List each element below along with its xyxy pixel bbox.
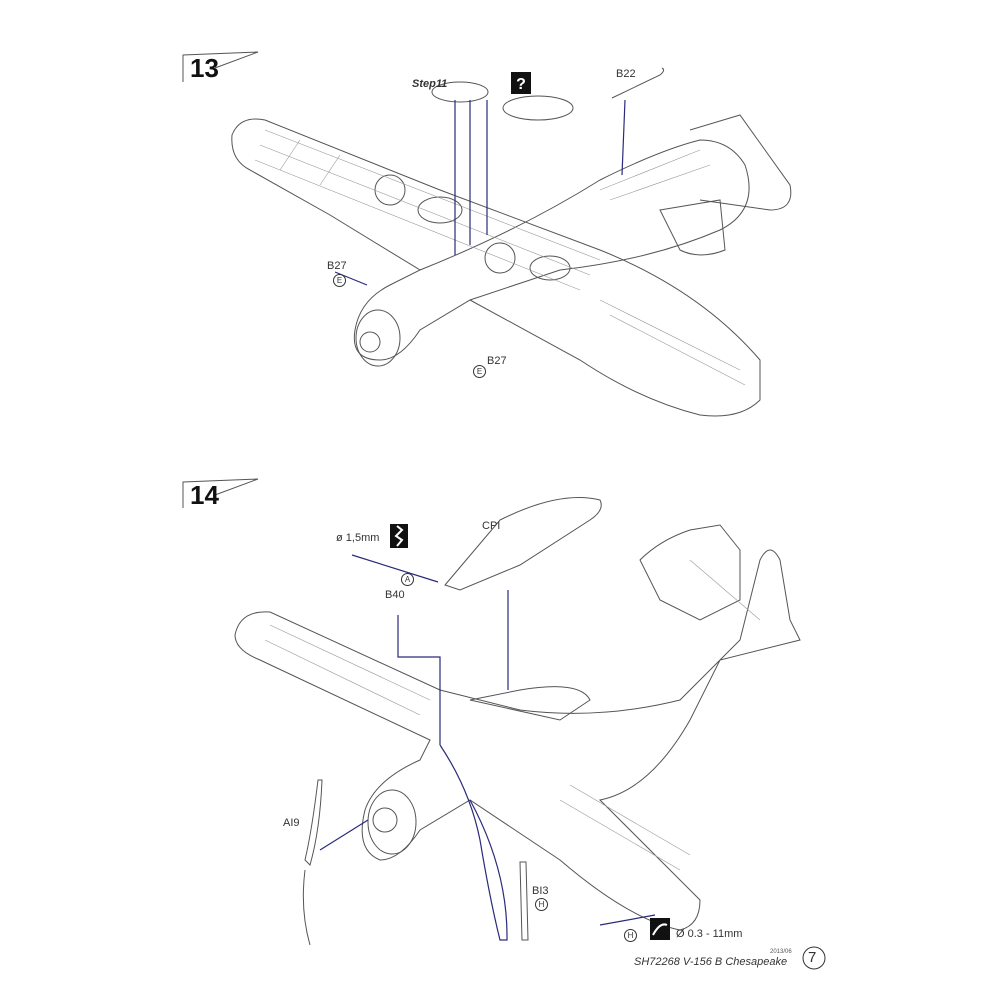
part-b27-left-label: B27 xyxy=(327,260,347,272)
glue-h-b13-icon: H xyxy=(535,898,548,911)
glue-e-label: E xyxy=(473,365,486,378)
bend-wire-icon xyxy=(650,918,670,940)
part-b22-label: B22 xyxy=(616,68,636,80)
step-14-number: 14 xyxy=(190,480,219,510)
aircraft-step-14 xyxy=(234,497,801,946)
step-13-header-shape xyxy=(182,51,259,82)
footer-date: 2013/06 xyxy=(770,949,792,955)
step-13-number: 13 xyxy=(190,53,219,83)
part-b27-bottom-label: B27 xyxy=(487,355,507,367)
page-number: 7 xyxy=(808,949,817,966)
svg-text:?: ? xyxy=(516,76,526,93)
question-box-icon: ? xyxy=(511,72,531,94)
glue-e-left-icon: E xyxy=(333,274,346,287)
part-b40-label: B40 xyxy=(385,589,405,601)
glue-h-wire-icon: H xyxy=(624,929,637,942)
footer-product: SH72268 V-156 B Chesapeake xyxy=(634,956,788,968)
part-b13-label: BI3 xyxy=(532,885,549,897)
ref-step-label: Step11 xyxy=(412,78,448,90)
glue-a-label: A xyxy=(401,573,414,586)
aircraft-step-13 xyxy=(231,67,792,417)
glue-h-label: H xyxy=(535,898,548,911)
glue-a-icon: A xyxy=(401,573,414,586)
part-a19-label: AI9 xyxy=(283,817,300,829)
glue-e-label: E xyxy=(333,274,346,287)
glue-h-label: H xyxy=(624,929,637,942)
drill-icon xyxy=(390,524,408,548)
drill-size-label: ø 1,5mm xyxy=(336,532,380,544)
wire-spec-label: Ø 0.3 - 11mm xyxy=(676,928,743,940)
page-number-circle xyxy=(802,946,826,970)
glue-e-bottom-icon: E xyxy=(473,365,486,378)
step-14-header-shape xyxy=(182,478,259,508)
part-cp1-label: CPI xyxy=(482,520,501,532)
